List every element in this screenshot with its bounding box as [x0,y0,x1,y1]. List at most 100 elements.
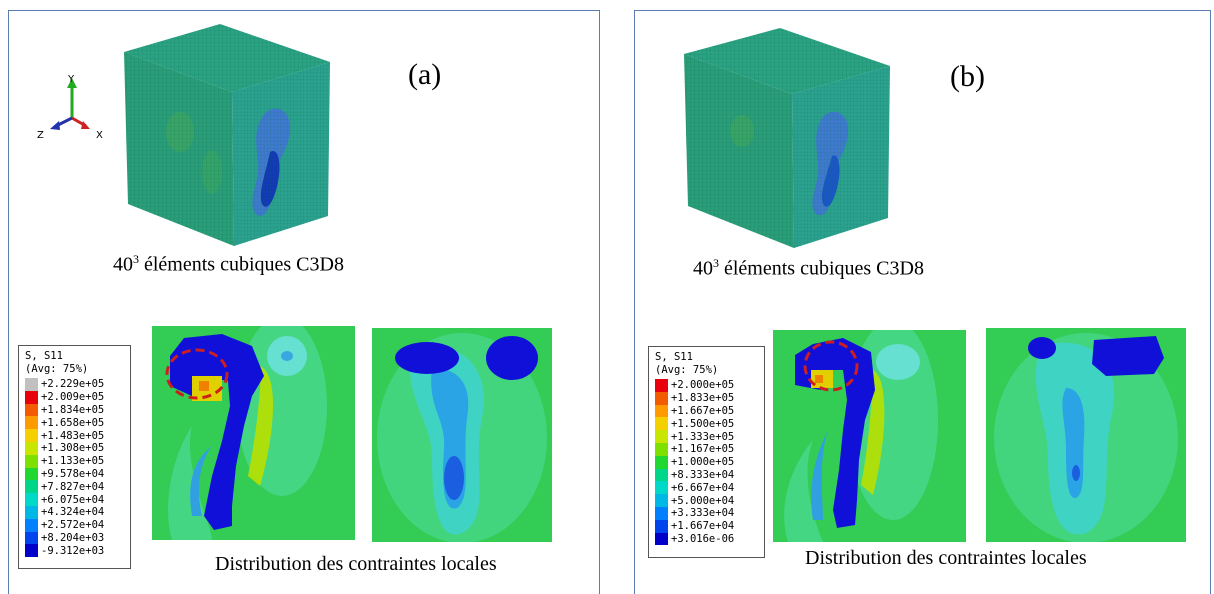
legend-swatch [25,505,38,519]
legend-swatch [25,416,38,430]
legend-swatch [655,519,668,533]
legend-swatch [655,404,668,418]
legend-value: +8.204e+03 [41,531,105,544]
legend-swatch [25,518,38,532]
legend-value: +1.667e+04 [671,520,735,533]
legend-value: +5.000e+04 [671,494,735,507]
cube-caption-b: 403 éléments cubiques C3D8 [693,256,924,280]
legend-value: -9.312e+03 [41,544,105,557]
legend-row: +1.333e+05 [655,430,758,443]
legend-value: +1.133e+05 [41,455,105,468]
legend-title: S, S11 [655,351,693,363]
legend-swatch [655,455,668,469]
legend-value: +2.009e+05 [41,391,105,404]
legend-row: +2.000e+05 [655,379,758,392]
axis-z-label: Z [37,130,44,141]
legend-swatch [655,391,668,405]
legend-row: +1.500e+05 [655,417,758,431]
panel-a [8,10,600,594]
legend-value: +4.324e+04 [41,506,105,519]
legend-row: +8.333e+04 [655,468,758,482]
legend-row: +6.667e+04 [655,481,758,495]
legend-value: +1.834e+05 [41,403,105,416]
color-legend-a: S, S11 (Avg: 75%) +2.229e+05+2.009e+05+1… [18,345,131,569]
legend-row: +1.834e+05 [25,403,124,417]
legend-row: +1.833e+05 [655,391,758,405]
legend-value: +1.308e+05 [41,442,105,455]
legend-swatch [25,390,38,404]
legend-row: -9.312e+03 [25,544,124,558]
axis-y-label: Y [67,74,75,85]
legend-value: +1.333e+05 [671,430,735,443]
bottom-caption-b: Distribution des contraintes locales [805,547,1087,569]
bottom-caption-a: Distribution des contraintes locales [215,553,497,575]
legend-title: S, S11 [25,350,63,362]
legend-swatch [25,467,38,481]
legend-row: +1.000e+05 [655,455,758,469]
legend-swatch [655,481,668,495]
legend-row: +5.000e+04 [655,494,758,507]
stress-map-b2 [986,328,1186,543]
stress-map-b1 [773,320,966,542]
legend-swatch [25,493,38,506]
legend-subtitle: (Avg: 75%) [25,363,89,375]
legend-swatch [25,429,38,442]
legend-subtitle: (Avg: 75%) [655,364,719,376]
legend-value: +1.483e+05 [41,429,105,442]
legend-value: +1.667e+05 [671,404,735,417]
legend-row: +3.016e-06 [655,532,758,546]
legend-swatch [655,442,668,456]
legend-swatch [25,441,38,455]
legend-row: +6.075e+04 [25,493,124,506]
legend-row: +7.827e+04 [25,480,124,494]
mesh-cube-a [122,22,332,248]
legend-value: +6.667e+04 [671,481,735,494]
legend-row: +3.333e+04 [655,506,758,520]
legend-row: +2.229e+05 [25,378,124,391]
panel-b [634,10,1211,594]
legend-value: +1.500e+05 [671,417,735,430]
legend-swatch [655,468,668,482]
legend-value: +3.016e-06 [671,532,735,545]
legend-swatch [655,430,668,443]
legend-swatch [655,532,668,546]
legend-swatch [655,494,668,507]
legend-row: +9.578e+04 [25,467,124,481]
legend-row: +1.667e+05 [655,404,758,418]
legend-swatch [25,480,38,494]
axis-triad: Y X Z [34,72,114,142]
legend-row: +1.658e+05 [25,416,124,430]
legend-row: +1.167e+05 [655,442,758,456]
legend-swatch [25,454,38,468]
legend-value: +1.167e+05 [671,443,735,456]
stress-map-a1 [152,316,355,540]
panel-letter-a: (a) [408,58,442,91]
legend-row: +1.483e+05 [25,429,124,442]
mesh-cube-b [682,26,892,252]
legend-value: +8.333e+04 [671,468,735,481]
legend-rows: +2.000e+05+1.833e+05+1.667e+05+1.500e+05… [655,379,758,546]
legend-row: +2.572e+04 [25,518,124,532]
legend-swatch [25,544,38,558]
legend-value: +3.333e+04 [671,507,735,520]
legend-swatch [25,531,38,545]
legend-swatch [25,378,38,391]
legend-swatch [655,379,668,392]
legend-value: +7.827e+04 [41,480,105,493]
panel-letter-b: (b) [950,60,985,93]
legend-row: +1.133e+05 [25,454,124,468]
legend-swatch [655,417,668,431]
legend-row: +2.009e+05 [25,390,124,404]
legend-swatch [655,506,668,520]
legend-value: +1.833e+05 [671,392,735,405]
axis-x-label: X [96,130,103,141]
legend-value: +6.075e+04 [41,493,105,506]
cube-caption-a: 403 éléments cubiques C3D8 [113,252,344,276]
color-legend-b: S, S11 (Avg: 75%) +2.000e+05+1.833e+05+1… [648,346,765,558]
legend-row: +4.324e+04 [25,505,124,519]
legend-value: +2.572e+04 [41,519,105,532]
legend-value: +1.000e+05 [671,456,735,469]
legend-row: +1.308e+05 [25,441,124,455]
legend-value: +2.229e+05 [41,378,105,391]
legend-value: +2.000e+05 [671,379,735,392]
